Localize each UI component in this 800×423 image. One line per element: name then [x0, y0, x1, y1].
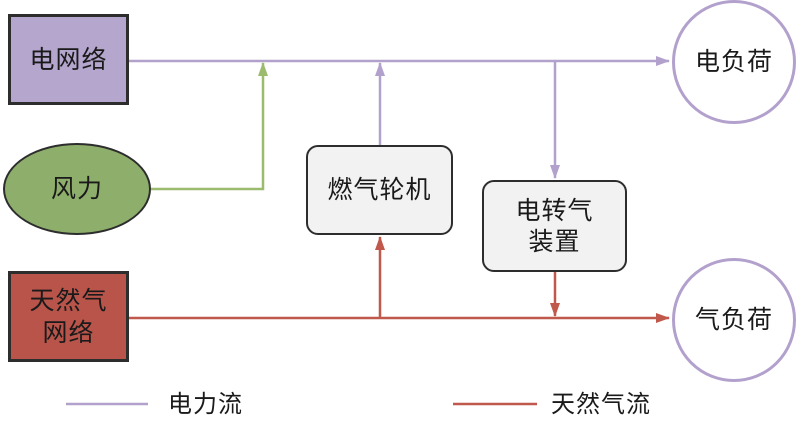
gas-network-label-line2: 网络 [42, 317, 95, 347]
power-to-gas-label-line1: 电转气 [515, 195, 594, 225]
legend-gas-flow-label: 天然气流 [551, 390, 651, 418]
gas-network-label-line1: 天然气 [29, 286, 108, 316]
gas-load-label: 气负荷 [694, 305, 773, 335]
gas-turbine-label: 燃气轮机 [327, 175, 432, 205]
electric-load-label: 电负荷 [694, 47, 773, 77]
electric-grid-label: 电网络 [29, 44, 108, 74]
gas-turbine-node: 燃气轮机 [306, 145, 453, 235]
wind-to-grid-arrow [151, 62, 268, 191]
gas-network-node: 天然气 网络 [8, 271, 129, 362]
legend-electric-flow-label: 电力流 [168, 390, 243, 418]
gas-load-node: 气负荷 [672, 258, 796, 382]
wind-power-label: 风力 [50, 174, 103, 204]
power-to-gas-label-line2: 装置 [528, 227, 581, 256]
electric-load-node: 电负荷 [672, 0, 796, 124]
wind-power-node: 风力 [3, 143, 151, 235]
electric-grid-node: 电网络 [8, 14, 129, 105]
power-to-gas-node: 电转气 装置 [482, 180, 627, 272]
